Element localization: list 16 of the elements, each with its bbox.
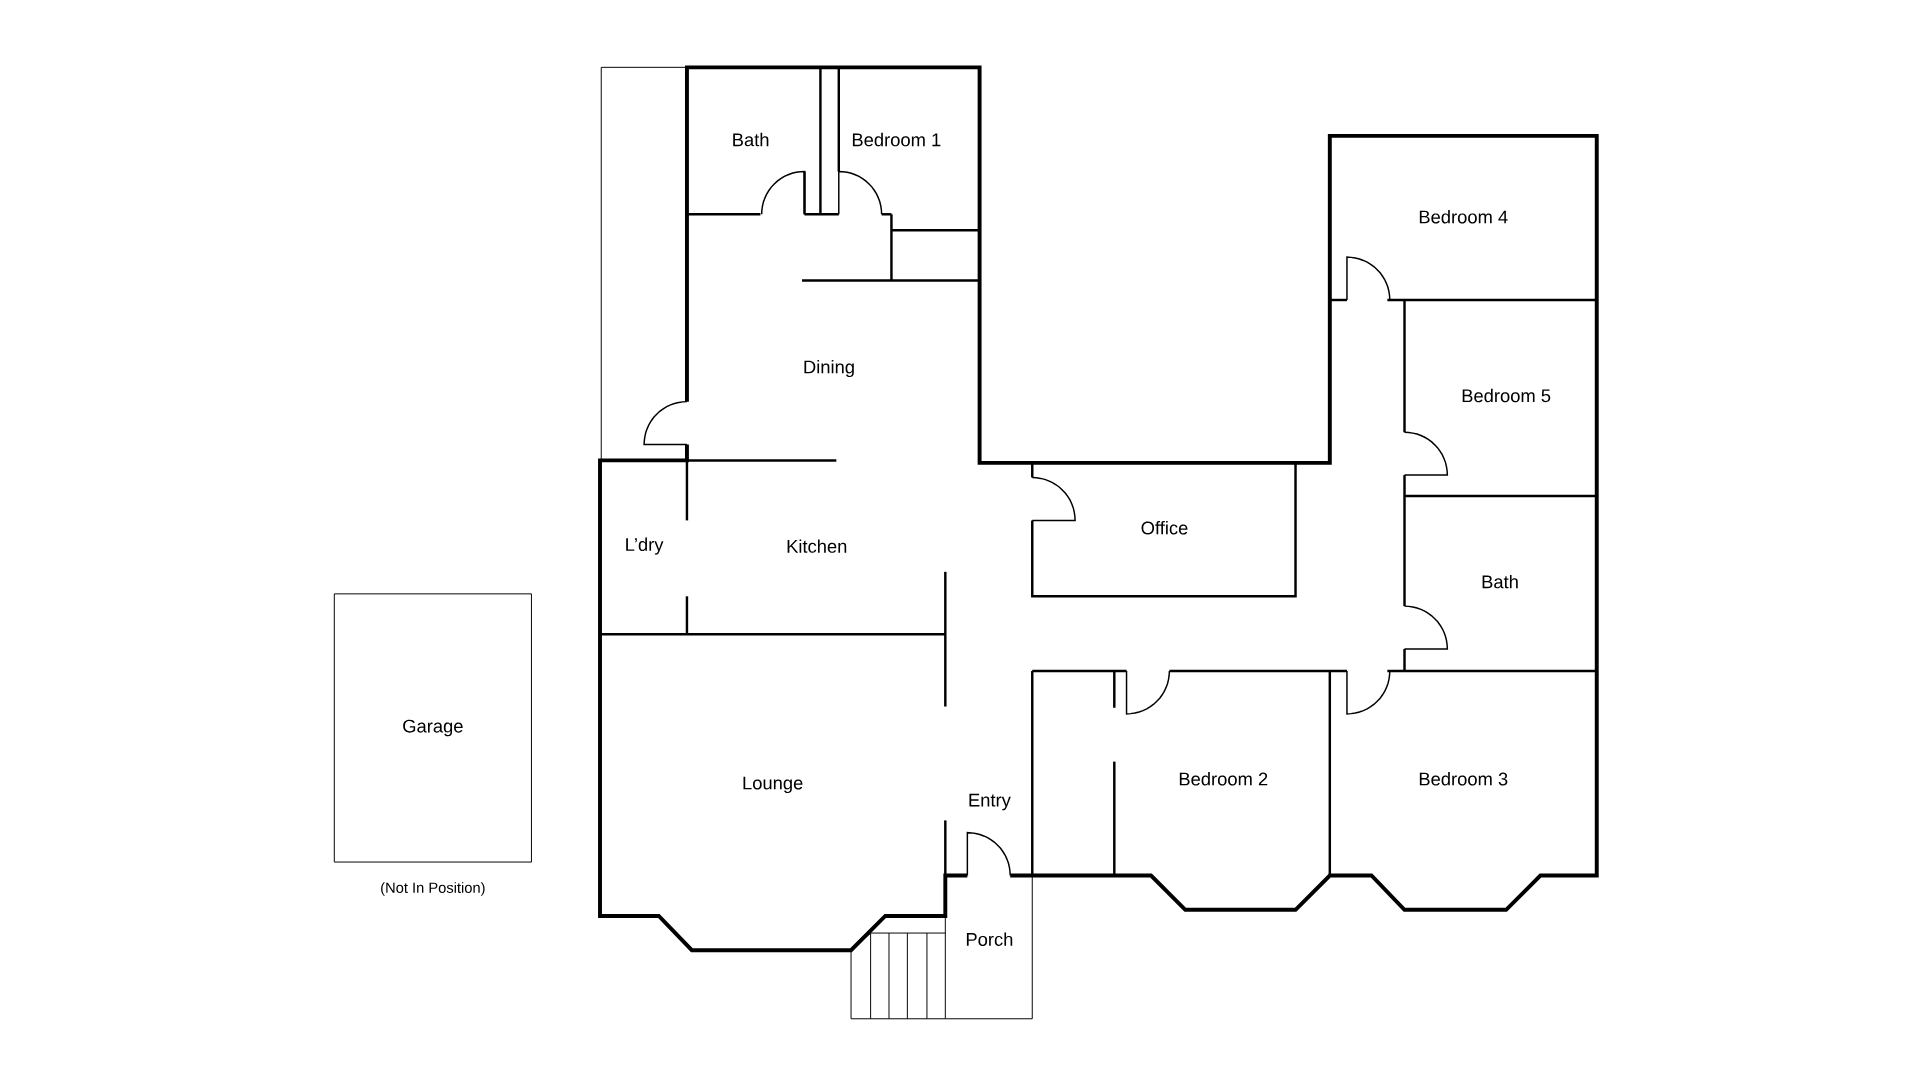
room-label: Bath (733, 132, 769, 147)
note-text: (Not In Position) (381, 882, 485, 896)
room-label: Bedroom 1 (852, 132, 941, 147)
room-label: Office (1141, 521, 1188, 535)
room-label: Entry (969, 793, 1011, 811)
room-label: Bedroom 4 (1419, 210, 1508, 224)
garage-box: Garage (333, 593, 532, 863)
room-label: Bedroom 5 (1462, 388, 1551, 403)
room-label: Porch (966, 932, 1013, 946)
room-label: Lounge (743, 776, 803, 794)
room-label: Bedroom 2 (1179, 772, 1268, 786)
room-label: Dining (804, 360, 854, 378)
room-label: L’dry (626, 537, 664, 555)
room-label: Bath (1482, 574, 1518, 589)
room-label: Bedroom 3 (1419, 772, 1508, 786)
room-label: Kitchen (787, 539, 847, 553)
